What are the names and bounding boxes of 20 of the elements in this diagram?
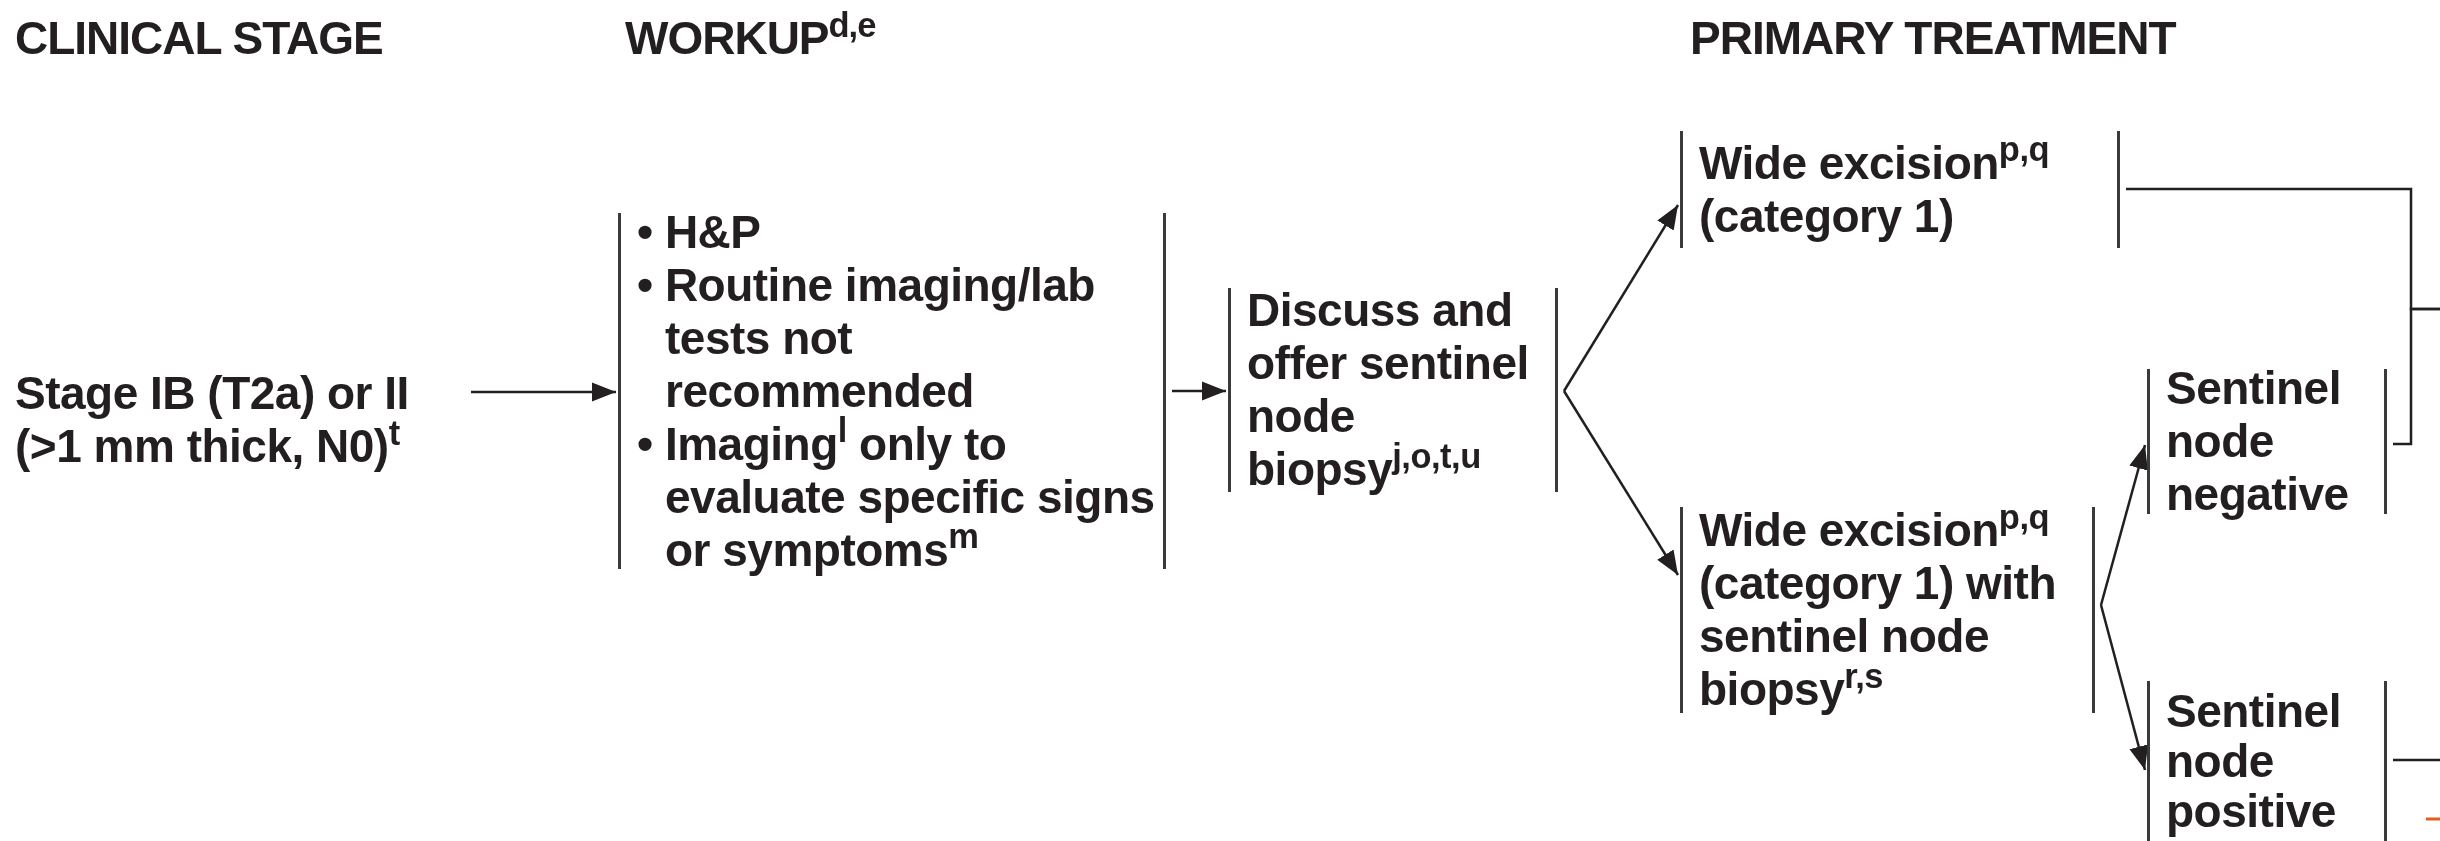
arrow: [471, 382, 616, 402]
node-text: Sentinel node negative: [2166, 362, 2350, 521]
node-text: Wide excision$^{p,q}$ (category 1): [1699, 136, 2051, 243]
bullet-item: • H&P: [637, 205, 762, 259]
column-heading: CLINICAL STAGE: [15, 12, 383, 64]
bullet-item: • Imaging$^{l}$ only to evaluate specific signs or symptoms$^{m}$: [637, 417, 1156, 577]
bracket-box: [2147, 681, 2387, 841]
arrow: [1562, 204, 1680, 392]
arrow: [2099, 444, 2148, 606]
bracket-box: [1680, 131, 2120, 248]
arrow: [1172, 381, 1226, 401]
node-text: Stage IB (T2a) or II (>1 mm thick, N0)$^{t}$: [15, 367, 410, 473]
bracket-box: [1680, 507, 2095, 713]
arrow: [1562, 390, 1680, 576]
node-text: Wide excision$^{p,q}$ (category 1) with sentinel node biopsy$^{r,s}$: [1699, 504, 2057, 716]
arrow: [2099, 604, 2149, 771]
node-text: Discuss and offer sentinel node biopsy$^{j,o,t,u}$: [1247, 284, 1530, 496]
column-heading: WORKUP$^{d,e}$: [625, 12, 876, 64]
node-text: Sentinel node positive: [2166, 686, 2342, 836]
column-heading: PRIMARY TREATMENT: [1690, 12, 2176, 64]
